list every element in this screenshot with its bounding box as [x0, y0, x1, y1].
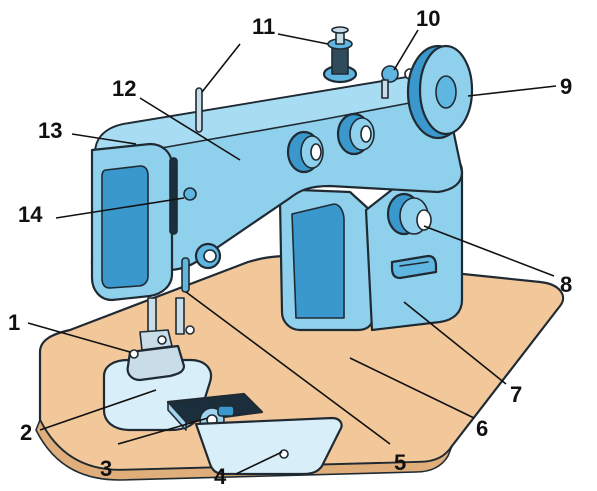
callout-13: 13 [38, 118, 62, 143]
leader-13 [71, 133, 137, 145]
callout-7: 7 [510, 382, 522, 407]
leader-4 [235, 451, 283, 475]
bobbin-compartment-wall [167, 401, 187, 431]
take-up-slot [169, 157, 178, 235]
slide-plate-screw [279, 449, 289, 459]
callout-numbers: 1 2 3 4 5 6 7 8 9 10 11 12 13 14 [8, 6, 572, 489]
leader-11-a [277, 33, 329, 45]
leader-9 [467, 85, 557, 97]
leader-2 [39, 389, 157, 431]
stitch-width-dial-icon [336, 112, 375, 156]
callout-1: 1 [8, 310, 20, 335]
leader-7 [403, 301, 507, 385]
tension-dial-icon [194, 242, 222, 270]
presser-foot-lever [181, 257, 190, 293]
callout-8: 8 [560, 272, 572, 297]
table-edge [35, 419, 453, 481]
leader-12 [139, 97, 241, 161]
callout-5: 5 [394, 450, 406, 475]
stitch-length-dial-icon [286, 130, 324, 174]
leader-10 [393, 29, 419, 71]
leader-1 [27, 322, 131, 353]
callout-4: 4 [214, 464, 227, 489]
callout-10: 10 [416, 6, 440, 31]
head-shade [101, 165, 149, 289]
callout-12: 12 [112, 76, 136, 101]
callout-2: 2 [20, 420, 32, 445]
pillar-shade [291, 203, 345, 319]
stitch-regulator-icon [386, 192, 432, 236]
presser-bar [175, 297, 185, 335]
presser-foot [126, 329, 186, 382]
foot-screw [185, 325, 195, 335]
leader-6 [349, 357, 475, 419]
leader-11-b [201, 43, 241, 93]
leader-14 [55, 197, 185, 219]
leader-lines [27, 29, 557, 475]
spool-pin-icon [195, 87, 203, 133]
callout-6: 6 [476, 416, 488, 441]
leader-5 [185, 291, 391, 445]
spool-icon [322, 26, 358, 84]
callout-9: 9 [560, 74, 572, 99]
reverse-lever-icon [390, 254, 438, 280]
handwheel-icon [406, 44, 474, 140]
leader-3 [117, 417, 209, 445]
leader-8 [423, 225, 555, 277]
slide-plate [194, 416, 343, 476]
take-up-lever-knob [183, 187, 197, 201]
callout-3: 3 [100, 456, 112, 481]
callout-11: 11 [252, 14, 275, 39]
callout-14: 14 [18, 202, 43, 227]
